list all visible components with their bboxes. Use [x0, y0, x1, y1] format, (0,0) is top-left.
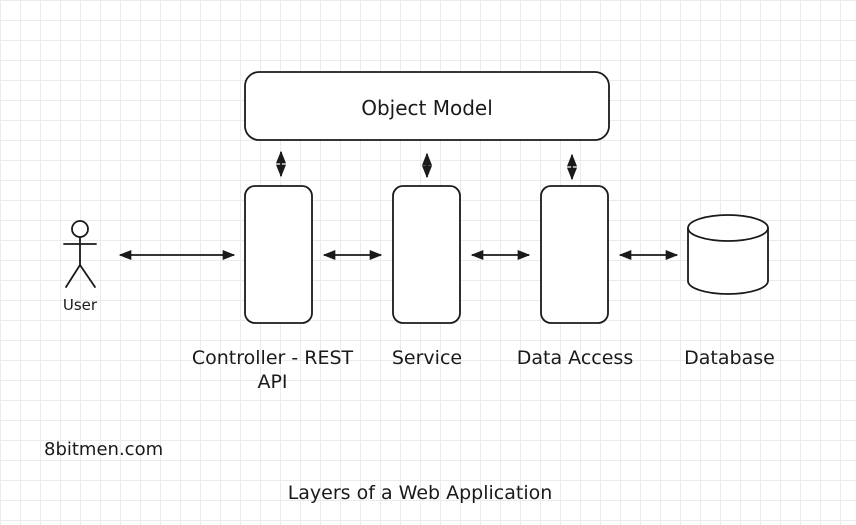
user-label: User	[62, 296, 98, 314]
controller-label: Controller - REST API	[191, 347, 354, 393]
brand-label: 8bitmen.com	[44, 439, 164, 460]
data-access-box	[540, 185, 609, 324]
diagram-caption: Layers of a Web Application	[287, 482, 553, 504]
stick-figure-icon	[63, 220, 97, 288]
object-model-box	[244, 71, 610, 141]
object-model-label: Object Model	[361, 96, 493, 120]
database-cylinder-icon	[687, 214, 769, 295]
service-label: Service	[391, 347, 463, 369]
controller-box	[244, 185, 313, 324]
data-access-label: Data Access	[516, 347, 634, 369]
database-label: Database	[684, 347, 775, 369]
service-box	[392, 185, 461, 324]
